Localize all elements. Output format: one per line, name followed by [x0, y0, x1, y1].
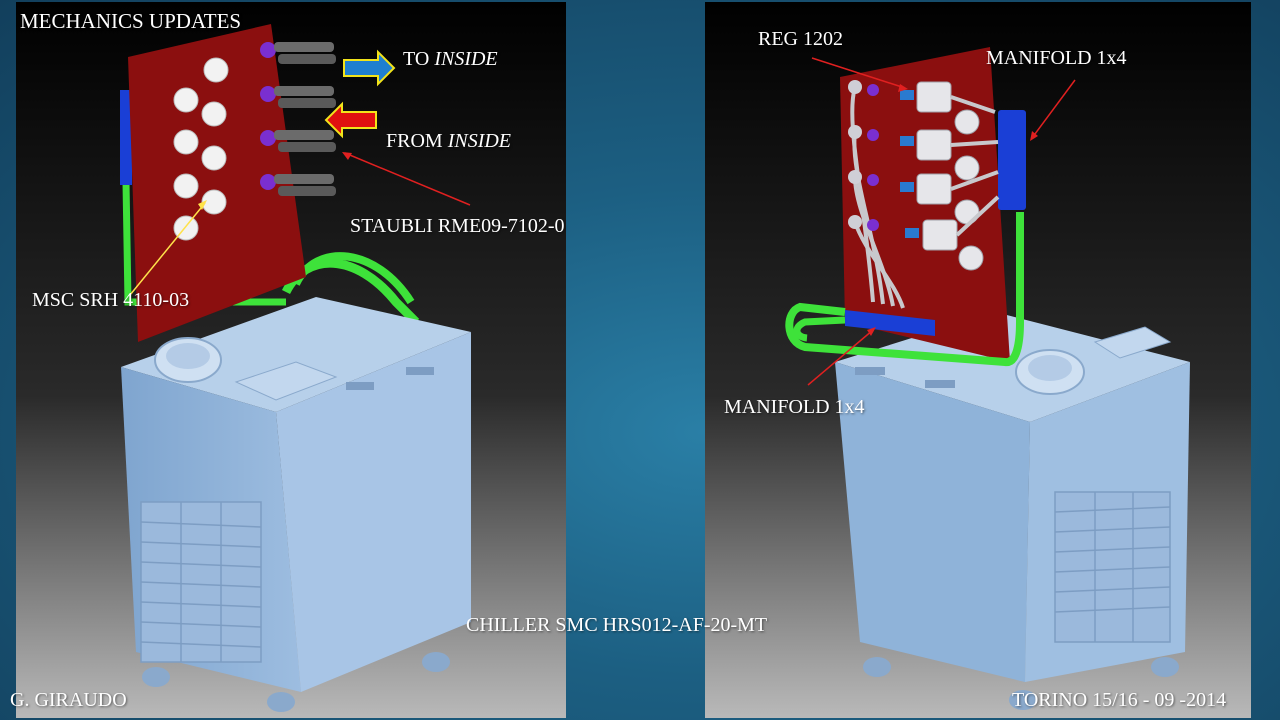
- from-inside-label: FROM INSIDE: [386, 131, 511, 151]
- manifold-bottom-label: MANIFOLD 1x4: [724, 396, 865, 418]
- chiller-body: [121, 297, 471, 712]
- staubli-label: STAUBLI RME09-7102-0: [350, 215, 565, 237]
- from-inside-arrow: [324, 101, 377, 139]
- manifold-top-label: MANIFOLD 1x4: [986, 47, 1127, 69]
- from-inside-emphasis: INSIDE: [447, 130, 512, 152]
- left-render-panel: [16, 2, 566, 718]
- to-inside-emphasis: INSIDE: [434, 48, 498, 70]
- manifold-block: [120, 90, 132, 185]
- chiller-body: [835, 312, 1190, 710]
- staubli-couplers: [260, 42, 336, 196]
- author-footer: G. GIRAUDO: [10, 689, 127, 711]
- chiller-label: CHILLER SMC HRS012-AF-20-MT: [466, 614, 768, 636]
- to-inside-prefix: TO: [403, 48, 435, 70]
- msc-label: MSC SRH 4110-03: [32, 289, 190, 311]
- date-footer: TORINO 15/16 - 09 -2014: [1012, 689, 1227, 711]
- to-inside-arrow: [343, 49, 396, 87]
- reg-label: REG 1202: [758, 28, 843, 50]
- from-inside-prefix: FROM: [386, 130, 448, 152]
- green-hose: [785, 212, 1024, 366]
- to-inside-label: TO INSIDE: [403, 49, 498, 69]
- silver-tubing: [850, 86, 1000, 309]
- slide-title: MECHANICS UPDATES: [20, 9, 242, 33]
- manifold-vertical: [998, 110, 1026, 210]
- panel-fittings: [848, 80, 919, 238]
- right-chiller-render: [705, 2, 1251, 718]
- left-chiller-render: [16, 2, 566, 718]
- manifold-horizontal: [845, 310, 935, 336]
- right-render-panel: [705, 2, 1251, 718]
